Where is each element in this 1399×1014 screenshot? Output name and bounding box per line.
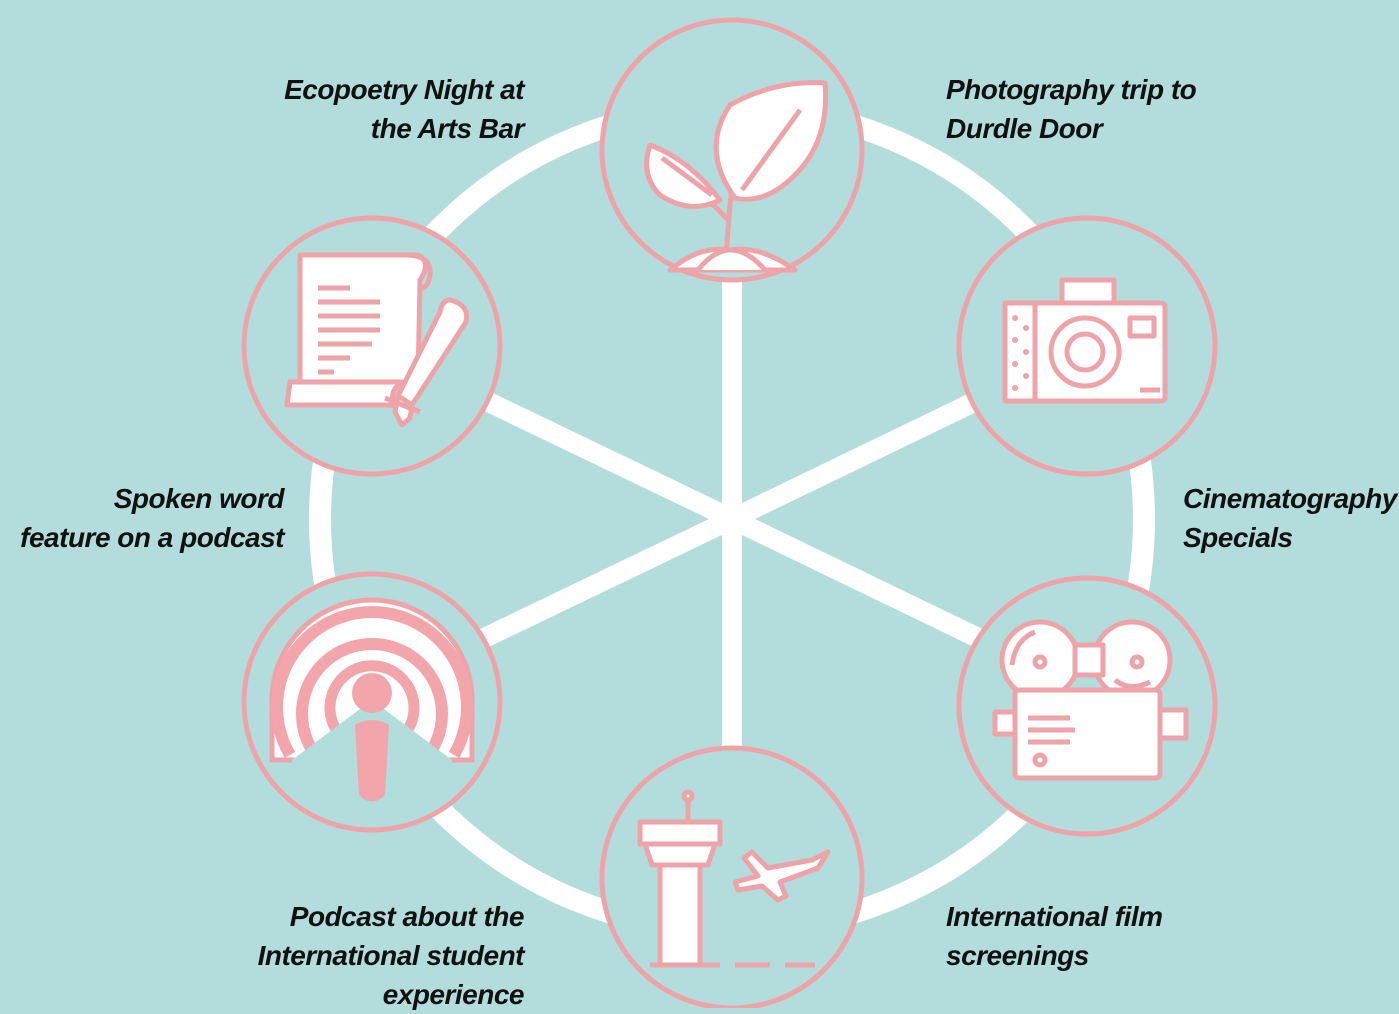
label-podcast-international: Podcast about the International student … [257,901,525,1010]
node-cinematography [956,575,1218,837]
camera-icon [1002,277,1168,404]
node-podcast [241,571,503,833]
airport-tower-plane-icon [637,789,831,968]
node-international [599,745,865,1008]
node-spoken-word [241,215,503,477]
label-ecopoetry: Ecopoetry Night at the Arts Bar [284,74,524,144]
scroll-quill-icon [284,252,470,428]
node-photography [956,215,1218,477]
label-spoken-word: Spoken word feature on a podcast [20,483,284,553]
label-cinematography: Cinematography Specials [1183,483,1397,553]
node-ecopoetry [599,17,865,283]
seedling-icon [644,80,829,273]
podcast-icon [269,597,475,802]
film-projector-icon [992,619,1189,781]
label-photography: Photography trip to Durdle Door [946,74,1197,144]
label-international-film: International film screenings [946,901,1163,971]
